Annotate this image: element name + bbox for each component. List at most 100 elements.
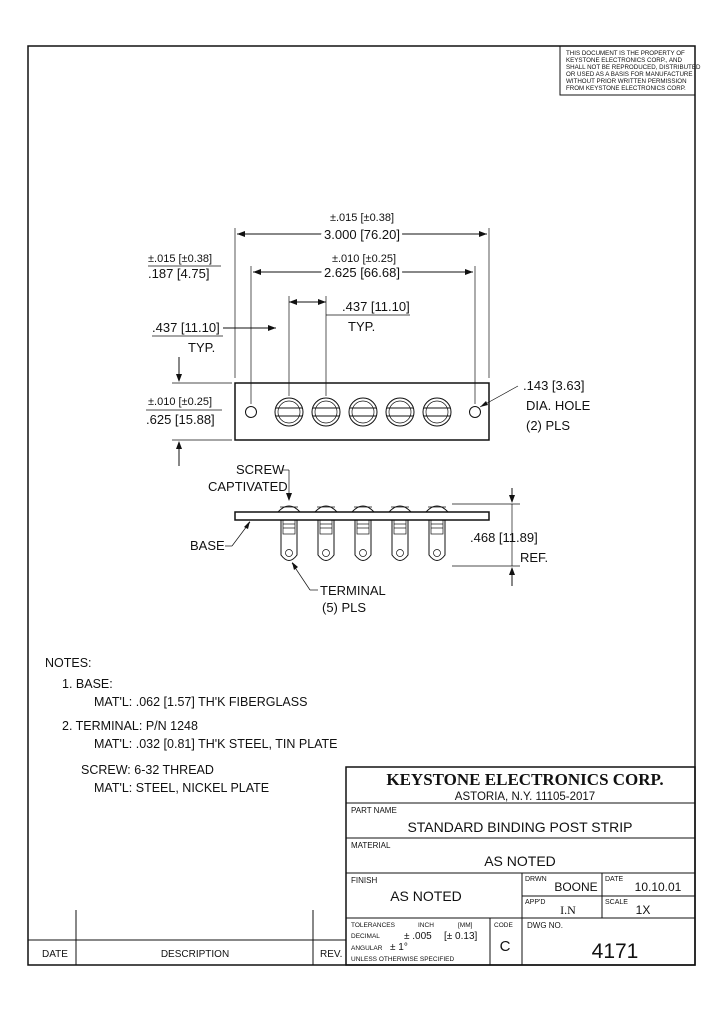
binding-post-top [311, 397, 341, 427]
revision-rev-label: REV. [320, 949, 342, 960]
dim-pitch-left-value: .437 [11.10] [152, 320, 220, 335]
terminal-post-side [313, 505, 339, 561]
binding-post-top [274, 397, 304, 427]
dim-pitch-left-typ: TYP. [188, 340, 215, 355]
revision-block: DATE DESCRIPTION REV. [28, 910, 346, 965]
copyright-line-5: WITHOUT PRIOR WRITTEN PERMISSION [566, 78, 687, 85]
note-1-material: MAT'L: .062 [1.57] TH'K FIBERGLASS [94, 695, 307, 709]
binding-post-top [422, 397, 452, 427]
dim-pitch-right-typ: TYP. [348, 319, 375, 334]
note-2: 2. TERMINAL: P/N 1248 [62, 719, 198, 733]
inch-label: INCH [418, 922, 434, 929]
dim-edge-value: .187 [4.75] [148, 266, 209, 281]
mounting-hole-left [245, 406, 257, 418]
dim-pitch-left: .437 [11.10] TYP. [152, 320, 276, 355]
material-label: MATERIAL [351, 841, 391, 850]
copyright-line-4: OR USED AS A BASIS FOR MANUFACTURE [566, 71, 693, 78]
base-plate-top [234, 382, 490, 441]
mm-label: [MM] [458, 922, 473, 929]
note-3: SCREW: 6-32 THREAD [81, 763, 214, 777]
screw-label-2: CAPTIVATED [208, 479, 288, 494]
dim-edge-offset: ±.015 [±0.38] .187 [4.75] [148, 253, 221, 281]
mounting-hole-right [469, 406, 481, 418]
notes: NOTES: 1. BASE: MAT'L: .062 [1.57] TH'K … [45, 656, 338, 795]
part-name-label: PART NAME [351, 806, 397, 815]
dim-overall-value: 3.000 [76.20] [324, 227, 400, 242]
code-label: CODE [494, 922, 513, 929]
finish-value: AS NOTED [390, 888, 462, 904]
base-callout: BASE [190, 521, 251, 553]
screw-label-1: SCREW [236, 462, 285, 477]
terminal-post-side [276, 505, 302, 561]
terminal-label-2: (5) PLS [322, 600, 366, 615]
top-view: ±.015 [±0.38] 3.000 [76.20] ±.010 [±0.25… [146, 212, 591, 466]
screw-callout: SCREW CAPTIVATED [208, 462, 292, 501]
company-address: ASTORIA, N.Y. 11105-2017 [455, 791, 595, 803]
decimal-label: DECIMAL [351, 933, 380, 940]
notes-header: NOTES: [45, 656, 92, 670]
part-name-value: STANDARD BINDING POST STRIP [407, 819, 632, 835]
dwg-no-label: DWG NO. [527, 921, 563, 930]
dim-height-value: .468 [11.89] [470, 530, 538, 545]
base-plate-side [234, 511, 490, 521]
dim-pitch-right-value: .437 [11.10] [342, 299, 410, 314]
hole-callout-type: DIA. HOLE [526, 398, 591, 413]
dim-width-tolerance: ±.010 [±0.25] [148, 396, 212, 408]
angular-value: ± 1° [390, 942, 408, 953]
angular-label: ANGULAR [351, 945, 383, 952]
title-block: KEYSTONE ELECTRONICS CORP. ASTORIA, N.Y.… [345, 766, 696, 966]
material-value: AS NOTED [484, 853, 556, 869]
dim-height: .468 [11.89] REF. [452, 488, 548, 586]
scale-value: 1X [636, 903, 651, 917]
dim-pitch-right: .437 [11.10] TYP. [288, 296, 410, 396]
terminal-callout: TERMINAL (5) PLS [291, 562, 386, 615]
copyright-notice: THIS DOCUMENT IS THE PROPERTY OF KEYSTON… [559, 45, 701, 96]
drawn-by-value: BOONE [554, 880, 597, 894]
date-value: 10.10.01 [635, 880, 682, 894]
terminal-post-side [424, 505, 450, 561]
hole-callout: .143 [3.63] DIA. HOLE (2) PLS [479, 378, 591, 433]
base-label: BASE [190, 538, 225, 553]
copyright-line-2: KEYSTONE ELECTRONICS CORP., AND [566, 57, 683, 64]
decimal-mm-value: [± 0.13] [444, 931, 478, 942]
hole-callout-size: .143 [3.63] [523, 378, 584, 393]
approved-label: APP'D [525, 899, 545, 906]
hole-callout-count: (2) PLS [526, 418, 570, 433]
date-label: DATE [605, 876, 623, 883]
terminal-label-1: TERMINAL [320, 583, 386, 598]
dim-height-ref: REF. [520, 550, 548, 565]
scale-label: SCALE [605, 899, 628, 906]
dim-overall-tolerance: ±.015 [±0.38] [330, 212, 394, 224]
dim-width-value: .625 [15.88] [146, 412, 215, 427]
binding-post-top [385, 397, 415, 427]
decimal-inch-value: ± .005 [404, 931, 432, 942]
revision-description-label: DESCRIPTION [161, 949, 229, 960]
terminal-post-side [387, 505, 413, 561]
note-1: 1. BASE: [62, 677, 113, 691]
dim-span-value: 2.625 [66.68] [324, 265, 400, 280]
company-name: KEYSTONE ELECTRONICS CORP. [386, 770, 663, 789]
dim-span-tolerance: ±.010 [±0.25] [332, 253, 396, 265]
binding-post-top [348, 397, 378, 427]
dim-edge-tolerance: ±.015 [±0.38] [148, 253, 212, 265]
tolerances-label: TOLERANCES [351, 922, 396, 929]
finish-label: FINISH [351, 876, 377, 885]
copyright-line-1: THIS DOCUMENT IS THE PROPERTY OF [566, 50, 685, 57]
approved-value: I.N [560, 903, 576, 917]
copyright-line-6: FROM KEYSTONE ELECTRONICS CORP. [566, 85, 686, 92]
dim-hole-span: ±.010 [±0.25] 2.625 [66.68] [250, 253, 476, 404]
code-value: C [500, 938, 511, 955]
note-2-material: MAT'L: .032 [0.81] TH'K STEEL, TIN PLATE [94, 737, 338, 751]
note-3-material: MAT'L: STEEL, NICKEL PLATE [94, 781, 269, 795]
copyright-line-3: SHALL NOT BE REPRODUCED, DISTRIBUTED [566, 64, 701, 71]
dwg-no-value: 4171 [592, 940, 639, 963]
drawn-by-label: DRWN [525, 876, 547, 883]
dim-base-width: ±.010 [±0.25] .625 [15.88] [146, 357, 232, 466]
side-view: SCREW CAPTIVATED BASE .468 [11.89] REF. [190, 462, 548, 615]
revision-date-label: DATE [42, 949, 68, 960]
terminal-post-side [350, 505, 376, 561]
dim-overall-length: ±.015 [±0.38] 3.000 [76.20] [234, 212, 490, 378]
unless-specified: UNLESS OTHERWISE SPECIFIED [351, 956, 454, 963]
